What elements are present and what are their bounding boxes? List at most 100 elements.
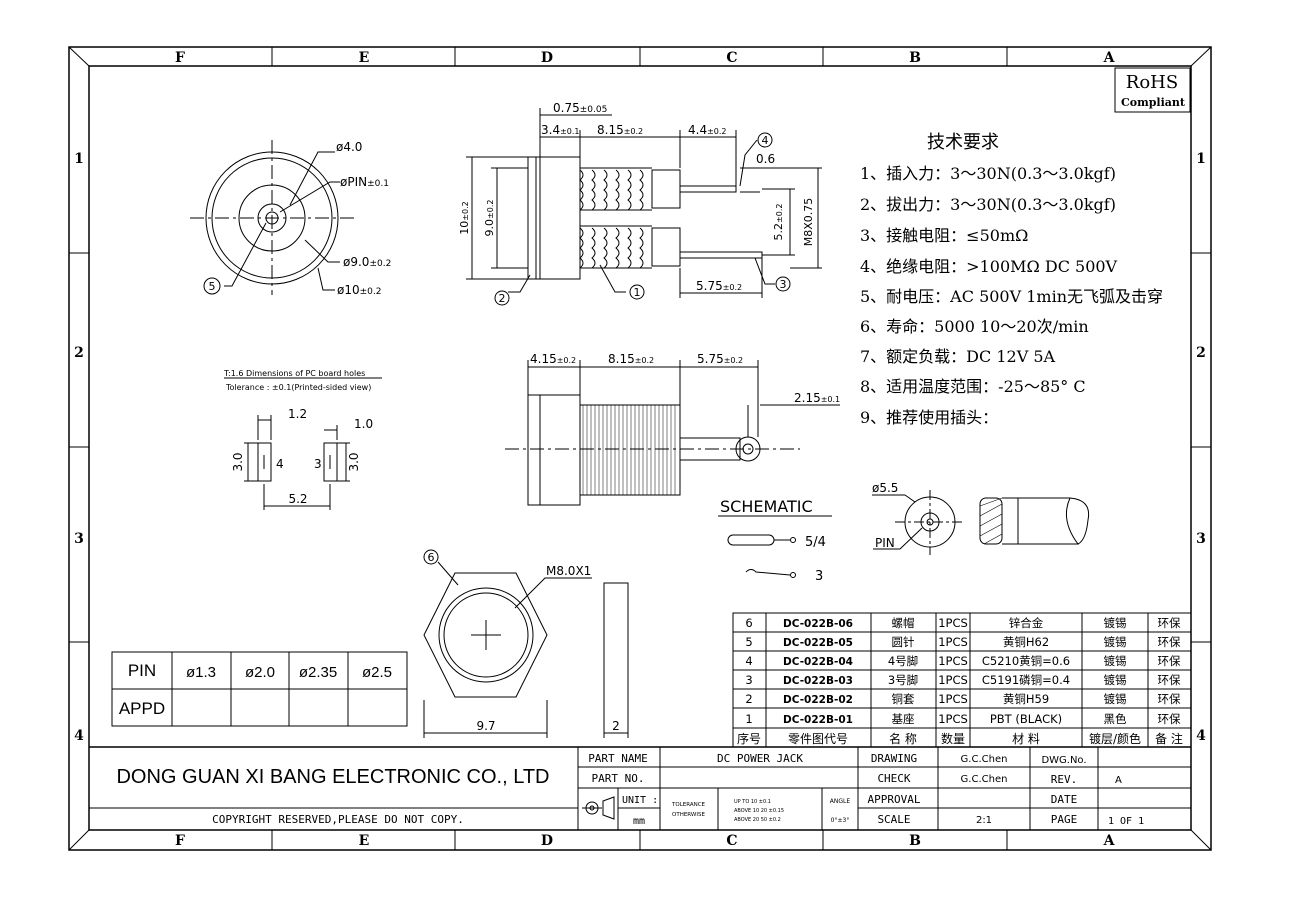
col-c-top: C: [726, 50, 737, 66]
spec-item-4: 4、绝缘电阻：>100MΩ DC 500V: [860, 257, 1118, 276]
col-d-top: D: [541, 50, 553, 66]
front-balloon-5: 5: [209, 280, 216, 293]
bom-row-1-finish: 镀锡: [1104, 616, 1127, 630]
bom-row-3-code: DC-022B-04: [783, 656, 853, 668]
col-b-bottom: B: [909, 833, 921, 849]
title-block-grid: [89, 746, 1191, 830]
bom-row-1-code: DC-022B-06: [783, 618, 853, 630]
corner-tr: [1190, 46, 1212, 67]
corner-tl: [68, 46, 90, 67]
bom-row-3-qty: 1PCS: [938, 654, 968, 668]
rohs-box: [1114, 67, 1191, 113]
nut-thickness: 2: [612, 719, 620, 733]
check-label: CHECK: [877, 772, 910, 785]
side-balloon-2: 2: [499, 292, 506, 305]
front-dim-4: ø4.0: [336, 140, 362, 154]
spec-title: 技术要求: [927, 132, 999, 153]
unit-label: UNIT :: [622, 795, 658, 806]
bottom-dim-215: 2.15±0.1: [794, 391, 840, 405]
angle-label: ANGLE: [830, 798, 851, 805]
row-2-right: 2: [1196, 345, 1206, 361]
bom-row-6-code: DC-022B-01: [783, 714, 853, 726]
bom-header-finish: 镀层/颜色: [1089, 731, 1141, 746]
col-d-bottom: D: [541, 833, 553, 849]
bom-row-1-note: 环保: [1158, 616, 1181, 630]
rev-value: A: [1115, 775, 1122, 786]
row-ticks: [69, 252, 1211, 643]
bom-row-6-qty: 1PCS: [938, 712, 968, 726]
tol-row-2: ABOVE 10 20 ±0.15: [734, 808, 784, 814]
bom-row-4-finish: 镀锡: [1104, 673, 1127, 687]
bom-row-3-material: C5210黄铜=0.6: [982, 654, 1070, 668]
bom-row-3-note: 环保: [1158, 654, 1181, 668]
nut-drawing: [423, 549, 629, 738]
col-a-top: A: [1103, 50, 1116, 66]
bom-row-2-note: 环保: [1158, 635, 1181, 649]
pcb-pad-4: 4: [276, 457, 284, 471]
bom-row-6-note: 环保: [1158, 712, 1181, 726]
tol-row-3: ABOVE 20 50 ±0.2: [734, 817, 781, 823]
spec-item-2: 2、拔出力：3～30N(0.3～3.0kgf): [860, 195, 1116, 214]
bom-row-1-material: 锌合金: [1009, 616, 1044, 630]
bom-header-material: 材 料: [1012, 732, 1040, 746]
side-dim-815: 8.15±0.2: [597, 123, 643, 137]
bom-header-name: 名 称: [889, 731, 917, 746]
row-1-left: 1: [74, 151, 84, 167]
pcb-tolerance: Tolerance : ±0.1(Printed-sided view): [225, 383, 371, 392]
bom-row-6-name: 基座: [892, 712, 915, 726]
side-balloon-4: 4: [762, 134, 769, 147]
bom-row-5-material: 黄铜H59: [1003, 692, 1049, 706]
col-c-bottom: C: [726, 833, 737, 849]
row-3-right: 3: [1196, 531, 1206, 547]
side-dim-thread: M8X0.75: [802, 198, 815, 247]
date-label: DATE: [1051, 793, 1078, 806]
side-balloon-3: 3: [780, 278, 787, 291]
approval-label: APPROVAL: [868, 793, 921, 806]
bom-row-6-material: PBT (BLACK): [990, 712, 1062, 726]
column-ticks: [271, 47, 1008, 850]
bottom-dim-575: 5.75±0.2: [697, 352, 743, 366]
bom-row-2-finish: 镀锡: [1104, 635, 1127, 649]
side-dim-52: 5.2±0.2: [772, 204, 785, 241]
corner-br: [1190, 829, 1212, 851]
front-dim-pin: øPIN±0.1: [340, 175, 389, 189]
bom-row-6-finish: 黑色: [1104, 712, 1127, 726]
bom-row-6-seq: 1: [745, 712, 752, 726]
bom-row-2-qty: 1PCS: [938, 635, 968, 649]
pcb-holes: [224, 377, 382, 510]
pcb-title: T:1.6 Dimensions of PC board holes: [223, 369, 365, 378]
bom-row-3-name: 4号脚: [888, 654, 918, 668]
bom-row-1-qty: 1PCS: [938, 616, 968, 630]
pin-table-header-20: ø2.0: [245, 664, 275, 681]
bom-row-3-seq: 4: [745, 654, 752, 668]
unit-value: mm: [633, 816, 645, 827]
rev-label: REV.: [1051, 773, 1078, 786]
spec-item-6: 6、寿命：5000 10～20次/min: [860, 317, 1089, 336]
bottom-view: [505, 360, 840, 506]
corner-bl: [68, 829, 90, 851]
bom-row-5-seq: 2: [745, 692, 752, 706]
side-dim-10: 10±0.2: [458, 201, 471, 234]
plug-pin: PIN: [875, 536, 895, 550]
col-f-top: F: [175, 50, 185, 66]
col-e-bottom: E: [359, 833, 370, 849]
drawing-by: G.C.Chen: [961, 754, 1008, 765]
front-view: [190, 140, 355, 295]
plug-drawing: [872, 490, 1090, 555]
schematic-pin-54: 5/4: [805, 535, 826, 550]
bom-row-5-finish: 镀锡: [1104, 692, 1127, 706]
col-e-top: E: [359, 50, 370, 66]
nut-thread: M8.0X1: [546, 564, 591, 578]
page-label: PAGE: [1051, 813, 1078, 826]
pin-table-grid: [111, 651, 408, 727]
spec-item-7: 7、额定负载：DC 12V 5A: [860, 347, 1056, 366]
spec-item-3: 3、接触电阻：≤50mΩ: [860, 226, 1028, 245]
pin-table-header-25: ø2.5: [362, 664, 392, 681]
plug-dia: ø5.5: [872, 481, 898, 495]
spec-item-5: 5、耐电压：AC 500V 1min无飞弧及击穿: [860, 287, 1163, 306]
pcb-dim-h-left: 3.0: [231, 452, 245, 471]
side-dim-075: 0.75±0.05: [553, 101, 607, 115]
bom-row-5-name: 铜套: [892, 692, 915, 706]
side-dim-44: 4.4±0.2: [688, 123, 727, 137]
spec-item-8: 8、适用温度范围：-25～85° C: [860, 377, 1086, 396]
